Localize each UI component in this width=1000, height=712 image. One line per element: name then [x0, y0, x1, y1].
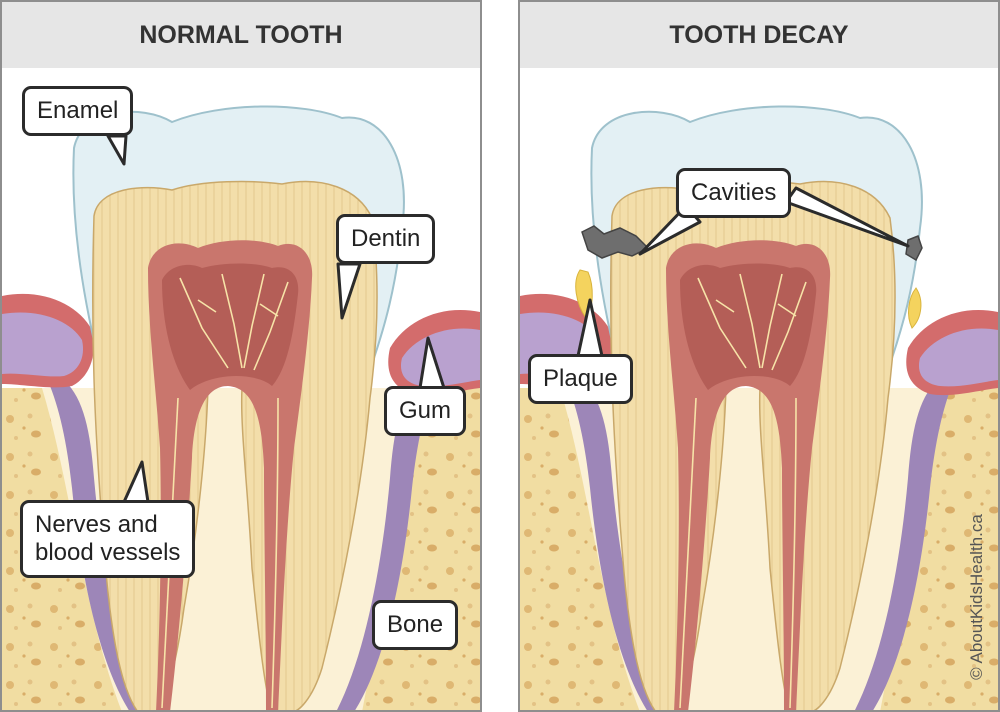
- normal-tooth-panel: NORMAL TOOTH: [0, 0, 482, 712]
- cavities-pointer-right: [784, 186, 910, 248]
- nerves-pointer: [122, 460, 150, 504]
- nerve-root-left: [679, 397, 697, 709]
- tooth-decay-panel: TOOTH DECAY: [518, 0, 1000, 712]
- label-dentin: Dentin: [336, 214, 436, 264]
- tooth-decay-illustration: [520, 68, 998, 710]
- tooth-decay-callouts: Cavities Plaque: [520, 2, 998, 710]
- plaque-pointer: [576, 298, 604, 358]
- cavity-right: [905, 235, 923, 262]
- normal-tooth-callouts: Enamel Dentin Gum Nerves and blood vesse…: [2, 2, 480, 710]
- credit-label: © AboutKidsHealth.ca: [967, 514, 986, 680]
- label-cavities: Cavities: [676, 168, 792, 218]
- nerve-lines: [697, 273, 807, 371]
- label-nerves: Nerves and blood vessels: [20, 500, 196, 578]
- dentin-pointer: [336, 262, 362, 320]
- panel-title-normal: NORMAL TOOTH: [2, 2, 480, 68]
- gum-pointer: [418, 336, 446, 390]
- nerve-root-right: [789, 397, 797, 709]
- label-gum: Gum: [384, 386, 467, 436]
- gum-left-inner: [2, 312, 84, 377]
- label-plaque: Plaque: [528, 354, 633, 404]
- panel-title-decay: TOOTH DECAY: [520, 2, 998, 68]
- gum-right-inner: [918, 328, 998, 387]
- enamel-pointer: [106, 134, 128, 166]
- ligament-right: [854, 328, 998, 710]
- credit-text: © AboutKidsHealth.ca: [964, 492, 990, 702]
- pulp-inner: [680, 263, 817, 390]
- nerve-root-right: [271, 397, 279, 709]
- gum-right-inner: [400, 328, 480, 387]
- nerve-lines: [179, 273, 289, 371]
- label-enamel: Enamel: [22, 86, 134, 136]
- label-bone: Bone: [372, 600, 459, 650]
- pulp-inner: [162, 263, 299, 390]
- plaque-right: [908, 287, 922, 329]
